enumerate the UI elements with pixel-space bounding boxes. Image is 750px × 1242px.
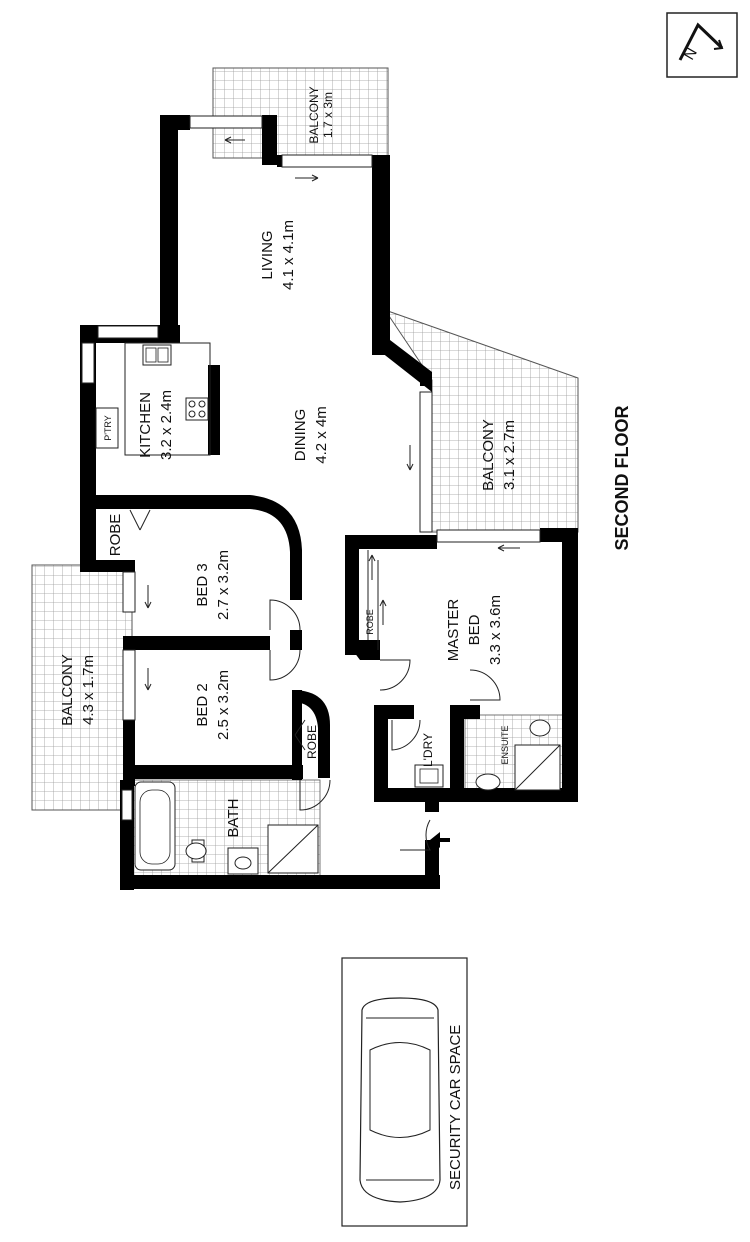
car-icon bbox=[359, 997, 441, 1203]
bed2-name: BED 2 bbox=[194, 683, 211, 726]
pantry-name: P'TRY bbox=[103, 415, 113, 441]
room-labels: BALCONY 1.7 x 3m LIVING 4.1 x 4.1m DININ… bbox=[59, 86, 518, 837]
master-bed-name-2: BED bbox=[466, 614, 483, 645]
kitchen-name: KITCHEN bbox=[137, 392, 154, 458]
ensuite-fittings bbox=[475, 719, 561, 791]
bathtub-icon bbox=[134, 781, 176, 871]
balcony-top-size: 1.7 x 3m bbox=[321, 92, 335, 138]
car-space: SECURITY CAR SPACE bbox=[341, 957, 468, 1227]
doors bbox=[129, 509, 501, 851]
robe-bed2-name: ROBE bbox=[305, 725, 319, 759]
cooktop-icon bbox=[185, 397, 209, 421]
sliding-door-arrows bbox=[144, 136, 520, 691]
balcony-right-size: 3.1 x 2.7m bbox=[501, 420, 518, 490]
master-bed-size: 3.3 x 3.6m bbox=[487, 595, 504, 665]
dining-size: 4.2 x 4m bbox=[313, 406, 330, 464]
entry-arrow-icon bbox=[430, 832, 450, 848]
living-size: 4.1 x 4.1m bbox=[280, 220, 297, 290]
dining-name: DINING bbox=[292, 409, 309, 462]
floor-label: SECOND FLOOR bbox=[612, 405, 632, 550]
master-robe-fittings bbox=[367, 550, 387, 650]
living-name: LIVING bbox=[259, 230, 276, 279]
shower-icon bbox=[267, 824, 319, 874]
robe-bed3-name: ROBE bbox=[107, 514, 124, 557]
balcony-top-name: BALCONY bbox=[307, 86, 321, 143]
kitchen-fittings bbox=[95, 342, 211, 456]
bath-fittings bbox=[134, 781, 319, 875]
toilet-icon bbox=[185, 839, 207, 863]
walls bbox=[80, 115, 578, 890]
bath-name: BATH bbox=[225, 799, 242, 838]
bed2-size: 2.5 x 3.2m bbox=[215, 670, 232, 740]
north-arrow-icon bbox=[678, 22, 724, 61]
master-bed-name: MASTER bbox=[445, 599, 462, 662]
north-label: N bbox=[681, 45, 701, 63]
bed3-size: 2.7 x 3.2m bbox=[215, 550, 232, 620]
basin-icon bbox=[227, 847, 259, 875]
laundry-fittings bbox=[414, 764, 444, 788]
balcony-left-name: BALCONY bbox=[59, 654, 76, 726]
laundry-name: L'DRY bbox=[421, 733, 435, 767]
master-robe-name: ROBE bbox=[365, 609, 375, 635]
compass: N bbox=[666, 12, 738, 78]
balcony-left-size: 4.3 x 1.7m bbox=[80, 655, 97, 725]
bed3-name: BED 3 bbox=[194, 563, 211, 606]
balcony-right-name: BALCONY bbox=[480, 419, 497, 491]
kitchen-size: 3.2 x 2.4m bbox=[158, 390, 175, 460]
car-space-label: SECURITY CAR SPACE bbox=[447, 1025, 464, 1190]
ensuite-name: ENSUITE bbox=[500, 725, 510, 764]
windows bbox=[81, 115, 541, 821]
